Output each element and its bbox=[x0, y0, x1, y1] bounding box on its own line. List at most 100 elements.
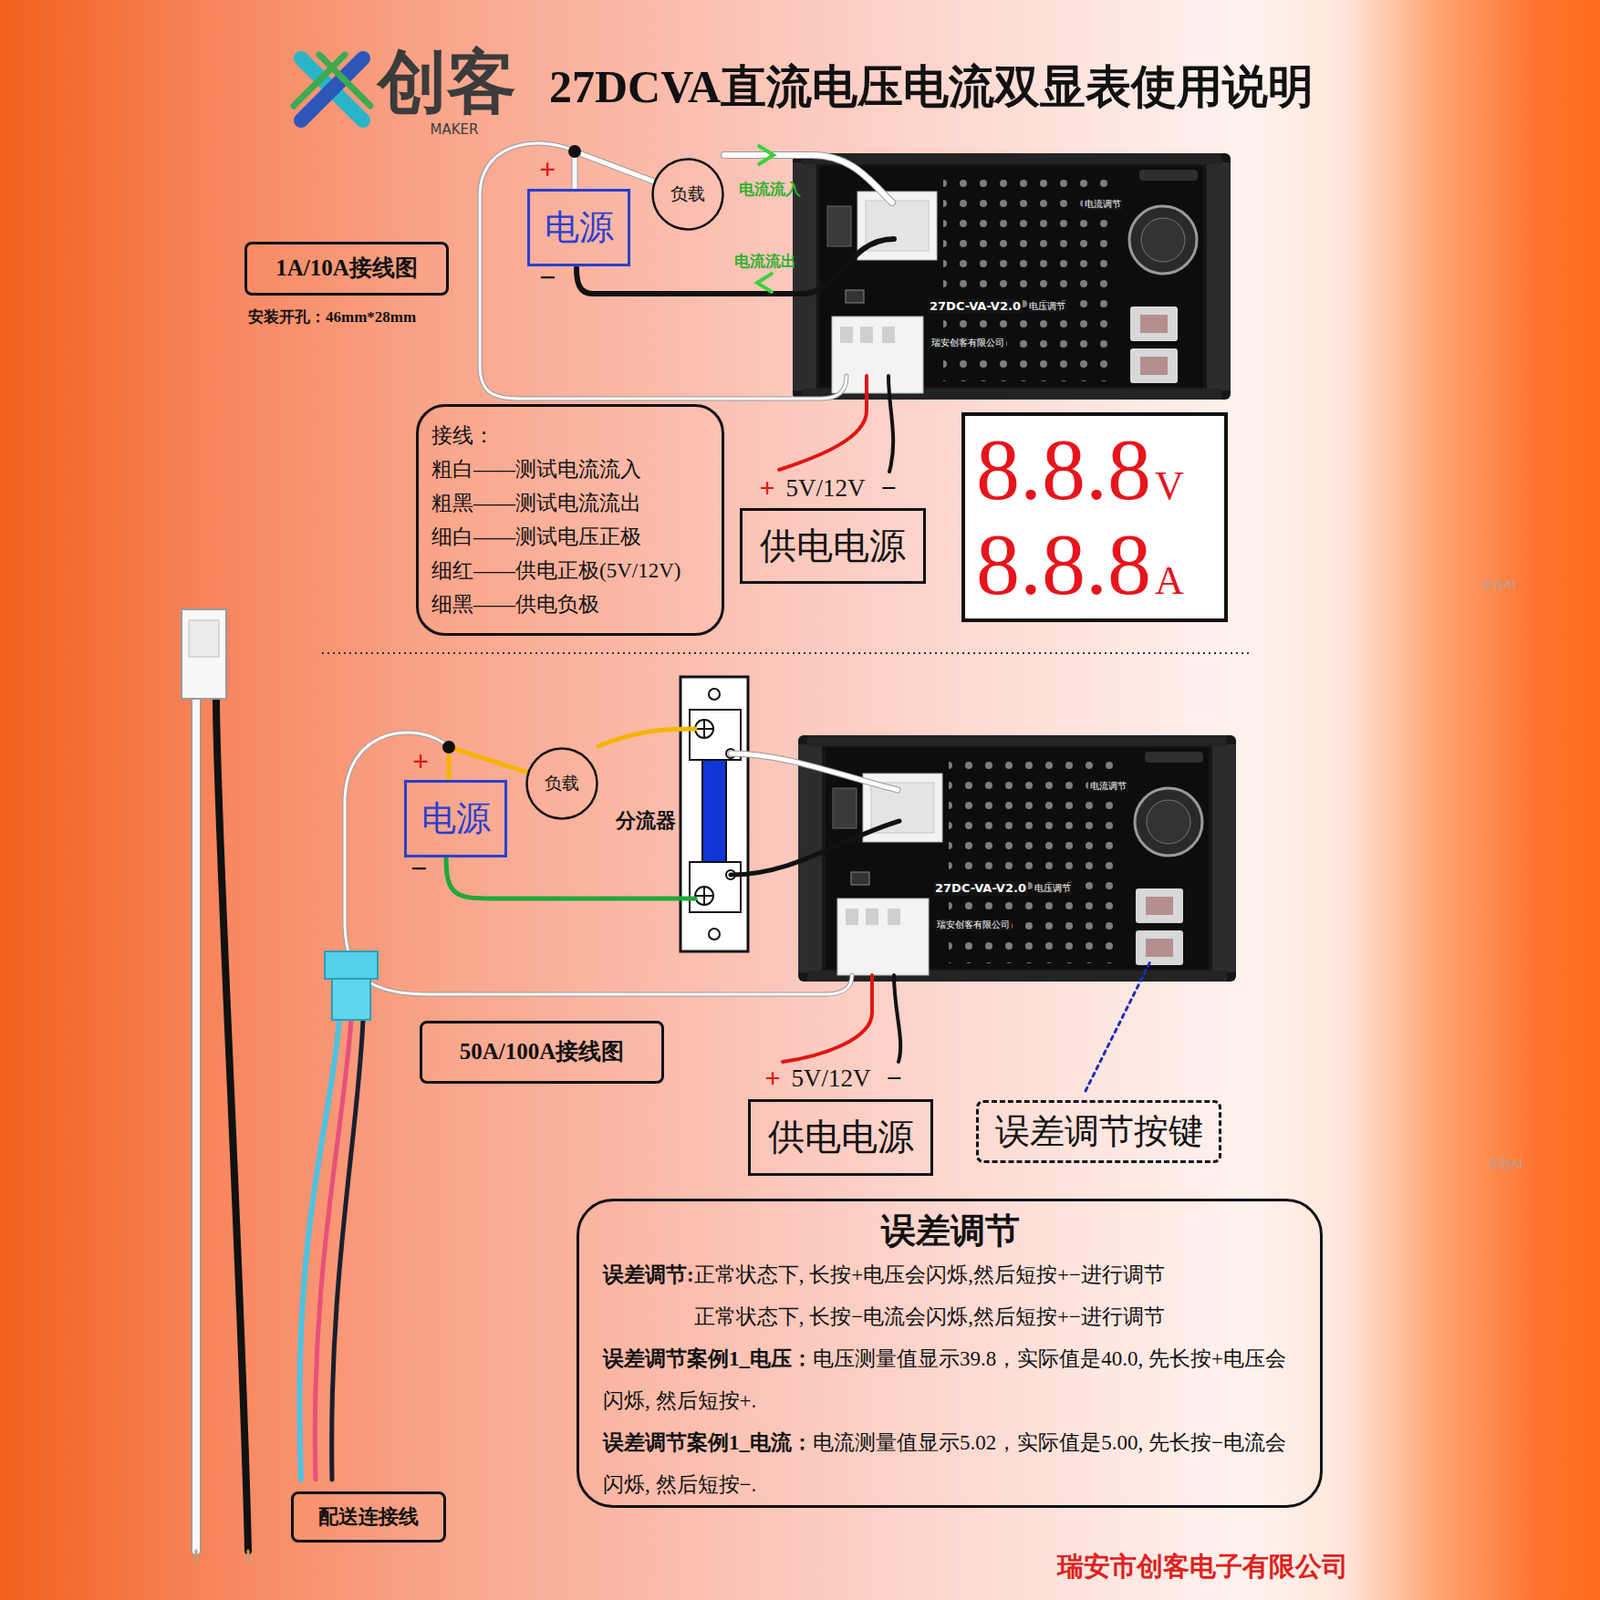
board-silkscreen: 电压调节 bbox=[1032, 883, 1073, 894]
display-row: 8.8.8A bbox=[976, 517, 1214, 613]
wires-bottom bbox=[344, 728, 1152, 1091]
cable-illustration bbox=[181, 609, 378, 1562]
box-label: 误差调节按键 bbox=[995, 1111, 1204, 1153]
circle-border bbox=[527, 748, 598, 820]
text-label: + bbox=[764, 1061, 780, 1095]
section-title-box: 1A/10A接线图 bbox=[244, 241, 449, 296]
text-label: − bbox=[410, 851, 427, 886]
text-label: MAKER bbox=[430, 121, 479, 138]
shunt bbox=[708, 928, 720, 940]
note-line: 细红——供电正极(5V/12V) bbox=[431, 553, 681, 588]
note-heading: 接线： bbox=[431, 418, 495, 453]
cable-illustration bbox=[332, 1019, 364, 1480]
shunt bbox=[703, 886, 706, 905]
wire-line bbox=[448, 747, 528, 780]
board-silkscreen: 电流调节 bbox=[1088, 780, 1129, 792]
meter-board-bottom bbox=[798, 735, 1237, 982]
wires-top bbox=[779, 375, 867, 470]
panel-line: 误差调节案例1_电压：电压测量值显示39.8，实际值是40.0, 先长按+电压会… bbox=[602, 1338, 1299, 1423]
text-label: 瑞安市创客电子有限公司 bbox=[1057, 1550, 1349, 1583]
wires-top bbox=[724, 155, 893, 203]
section-title-box: 50A/100A接线图 bbox=[419, 1020, 665, 1084]
cable-illustration bbox=[247, 1550, 250, 1562]
line-label: 误差调节案例1_电流： bbox=[602, 1431, 813, 1455]
box-label: 1A/10A接线图 bbox=[275, 255, 418, 282]
load-circle: 负载 bbox=[525, 714, 599, 853]
cable-illustration bbox=[324, 951, 378, 979]
wires-top bbox=[888, 375, 894, 472]
text-label: 豆包AI bbox=[1480, 577, 1517, 593]
wires-top bbox=[576, 238, 894, 294]
cable-illustration bbox=[188, 620, 219, 657]
wires-bottom bbox=[446, 857, 696, 899]
wires-bottom bbox=[1085, 959, 1152, 1091]
box-label: 负载 bbox=[670, 184, 706, 205]
wires-top bbox=[758, 145, 774, 165]
shunt bbox=[695, 719, 714, 738]
line-body: 正常状态下, 长按+电压会闪烁,然后短按+−进行调节 bbox=[694, 1263, 1165, 1287]
text-label: + bbox=[412, 743, 429, 779]
shunt bbox=[680, 676, 749, 952]
wire-connector bbox=[574, 151, 655, 189]
board-silkscreen: 27DC-VA-V2.0 bbox=[933, 881, 1029, 896]
board-silkscreen: 瑞安创客有限公司 bbox=[935, 919, 1012, 931]
cable-illustration bbox=[195, 1550, 198, 1562]
wires-top bbox=[757, 273, 772, 292]
panel-line: 误差调节:正常状态下, 长按+电压会闪烁,然后短按+−进行调节 bbox=[602, 1254, 1299, 1297]
box-label: 供电电源 bbox=[768, 1116, 915, 1159]
box-label: 50A/100A接线图 bbox=[459, 1038, 625, 1066]
board-silkscreen: 27DC-VA-V2.0 bbox=[927, 299, 1023, 314]
text-label: 5V/12V bbox=[786, 473, 866, 503]
display-unit: A bbox=[1154, 558, 1185, 605]
text-label: 创客 bbox=[377, 40, 517, 124]
junction-dot bbox=[442, 740, 456, 754]
panel-line: 正常状态下, 长按−电流会闪烁,然后短按+−进行调节 bbox=[602, 1296, 1299, 1339]
shunt bbox=[695, 886, 714, 905]
wires-top bbox=[479, 143, 847, 399]
wires-top bbox=[479, 143, 847, 399]
power-box: 电源 bbox=[404, 779, 508, 858]
line-label: 误差调节: bbox=[602, 1263, 695, 1287]
shunt bbox=[702, 759, 727, 863]
text-label: − bbox=[880, 471, 896, 505]
box-label: 负载 bbox=[544, 773, 580, 794]
text-label: 电流流出 bbox=[734, 252, 797, 271]
wiring-note-box: 接线：粗白——测试电流流入粗黑——测试电流流出细白——测试电压正极细红——供电正… bbox=[415, 404, 725, 636]
text-label: − bbox=[539, 259, 556, 295]
wire-outline bbox=[574, 151, 655, 189]
panel-line: 误差调节案例1_电流：电流测量值显示5.02，实际值是5.00, 先长按−电流会… bbox=[602, 1422, 1299, 1507]
wires-bottom bbox=[730, 820, 900, 875]
shunt bbox=[680, 676, 749, 952]
board-silkscreen: 电压调节 bbox=[1027, 301, 1068, 312]
power-box: 电源 bbox=[527, 188, 631, 267]
board-silkscreen: 瑞安创客有限公司 bbox=[929, 337, 1007, 349]
display-digits: 8.8.8 bbox=[976, 517, 1152, 613]
display-row: 8.8.8V bbox=[976, 422, 1214, 518]
logo-mark bbox=[293, 54, 371, 121]
display-digits: 8.8.8 bbox=[976, 422, 1152, 518]
junction-dot bbox=[568, 145, 582, 158]
display-unit: V bbox=[1154, 463, 1185, 510]
text-label: + bbox=[539, 151, 556, 187]
wires-bottom bbox=[344, 732, 852, 995]
display-panel: 8.8.8V8.8.8A bbox=[961, 412, 1228, 623]
wire-line bbox=[574, 151, 655, 189]
wires-bottom bbox=[730, 753, 898, 790]
text-label: 电流流入 bbox=[738, 180, 801, 199]
box-label: 供电电源 bbox=[759, 525, 906, 568]
line-body: 正常状态下, 长按−电流会闪烁,然后短按+−进行调节 bbox=[694, 1305, 1165, 1329]
wires-bottom bbox=[730, 753, 898, 790]
supply-box: 供电电源 bbox=[748, 1099, 934, 1176]
circle-border bbox=[653, 159, 724, 230]
cable-illustration bbox=[216, 698, 249, 1551]
note-line: 细黑——供电负极 bbox=[431, 587, 600, 622]
board-silkscreen: 电流调节 bbox=[1082, 198, 1123, 210]
shunt bbox=[708, 688, 720, 700]
box-label: 电源 bbox=[544, 207, 614, 249]
line-label: 误差调节案例1_电压： bbox=[602, 1347, 813, 1371]
title-text: 27DCVA直流电压电流双显表使用说明 bbox=[549, 59, 1314, 115]
section-divider bbox=[322, 652, 1250, 655]
note-line: 粗黑——测试电流流出 bbox=[431, 486, 642, 520]
text-label: − bbox=[885, 1061, 902, 1095]
